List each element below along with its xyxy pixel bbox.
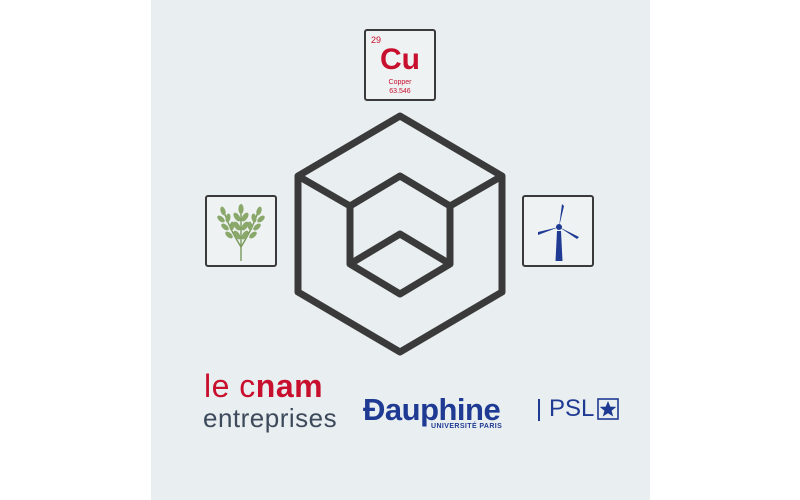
- wind-turbine-icon: [538, 204, 579, 261]
- psl-logo: PSL: [549, 395, 595, 422]
- wheat-tile: [205, 195, 277, 267]
- copper-element-tile: 29 Cu Copper 63.546: [364, 29, 436, 101]
- wind-turbine-tile: [522, 195, 594, 267]
- dauphine-logo: Ðauphine: [363, 392, 501, 427]
- atomic-number: 29: [371, 35, 382, 45]
- atomic-mass: 63.546: [389, 88, 411, 95]
- element-symbol: Cu: [380, 43, 420, 76]
- element-name: Copper: [388, 79, 412, 86]
- dauphine-subtitle: UNIVERSITÉ PARIS: [431, 423, 503, 430]
- cnam-logo-title: le cnam: [204, 370, 323, 402]
- cnam-logo-subtitle: entreprises: [203, 403, 338, 433]
- cnam-logo-bold: nam: [255, 368, 324, 404]
- psl-separator: [538, 399, 540, 421]
- wheat-icon: [217, 204, 265, 261]
- hexagon-cube-icon: [294, 112, 506, 356]
- cnam-logo-prefix: le c: [204, 368, 256, 404]
- psl-star-icon: [597, 398, 619, 420]
